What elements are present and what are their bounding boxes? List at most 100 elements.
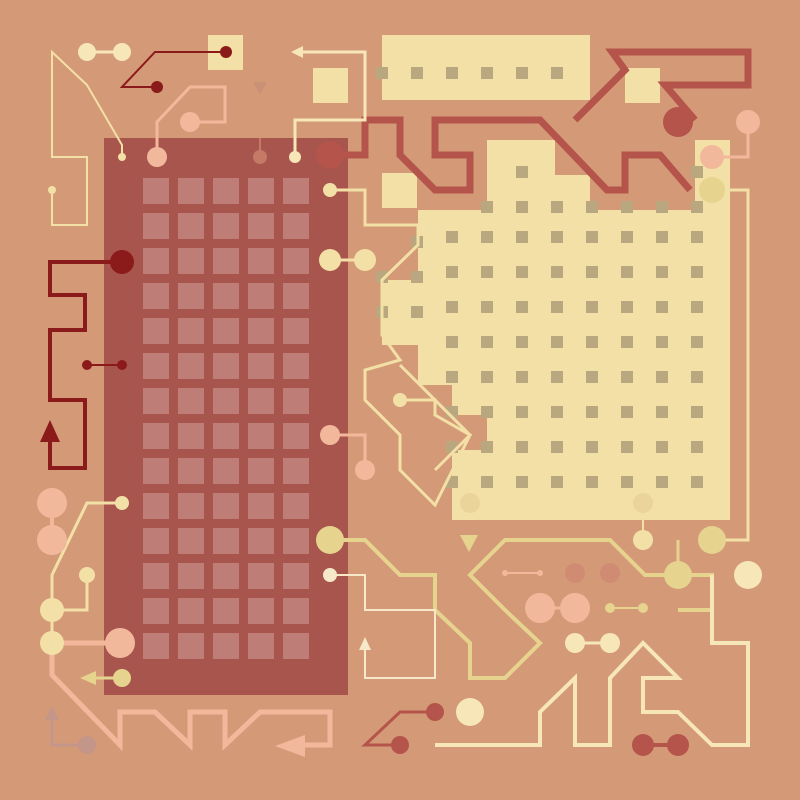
cream-dot — [551, 336, 563, 348]
panel-cell — [143, 423, 169, 449]
panel-cell — [283, 248, 309, 274]
node — [460, 493, 480, 513]
node — [734, 561, 762, 589]
panel-cell — [213, 633, 239, 659]
arrow-up-icon — [359, 637, 371, 650]
cream-square — [625, 68, 660, 103]
cream-trace-top — [293, 50, 367, 157]
cream-trace-left — [51, 49, 123, 226]
node — [115, 496, 129, 510]
panel-cell-grid — [143, 178, 309, 659]
pale-trace — [330, 574, 436, 679]
cream-dot — [551, 476, 563, 488]
cream-dot — [481, 371, 493, 383]
panel-cell — [213, 563, 239, 589]
node — [667, 734, 689, 756]
node — [323, 183, 337, 197]
node — [393, 393, 407, 407]
panel-cell — [143, 248, 169, 274]
nodes — [37, 43, 762, 756]
panel-cell — [178, 598, 204, 624]
panel-cell — [213, 458, 239, 484]
node — [151, 81, 163, 93]
node — [319, 249, 341, 271]
cream-dot — [551, 441, 563, 453]
panel-cell — [178, 178, 204, 204]
node — [633, 493, 653, 513]
cream-dot — [621, 301, 633, 313]
panel-cell — [178, 248, 204, 274]
panel-cell — [248, 178, 274, 204]
maroon-trace-top — [119, 51, 226, 88]
cream-square — [382, 173, 417, 208]
cream-dot — [516, 406, 528, 418]
cream-dot — [516, 67, 528, 79]
panel-cell — [213, 423, 239, 449]
panel-cell — [143, 598, 169, 624]
panel-cell — [213, 283, 239, 309]
panel-cell — [213, 528, 239, 554]
panel-cell — [213, 388, 239, 414]
cream-dot — [656, 371, 668, 383]
node — [110, 250, 134, 274]
cream-dot — [516, 441, 528, 453]
cream-dot — [691, 441, 703, 453]
panel-cell — [178, 353, 204, 379]
node — [525, 593, 555, 623]
cream-dot — [691, 371, 703, 383]
panel-cell — [283, 213, 309, 239]
node — [638, 603, 648, 613]
node — [698, 526, 726, 554]
node — [699, 177, 725, 203]
panel-cell — [143, 178, 169, 204]
panel-cell — [178, 318, 204, 344]
arrow-left-icon — [291, 46, 303, 58]
cream-dot — [551, 301, 563, 313]
peach-trace — [49, 640, 333, 752]
node — [48, 186, 56, 194]
panel-cell — [248, 423, 274, 449]
cream-dot — [551, 201, 563, 213]
panel-cell — [248, 563, 274, 589]
panel-cell — [213, 248, 239, 274]
cream-dot — [446, 301, 458, 313]
brick-trace — [330, 116, 693, 194]
cream-dot — [691, 336, 703, 348]
brick-trace-bottom — [361, 710, 435, 747]
panel-cell — [143, 563, 169, 589]
peach-trace-top — [155, 85, 227, 157]
cream-square — [313, 68, 348, 103]
node — [565, 633, 585, 653]
node — [118, 153, 126, 161]
panel-cell — [178, 388, 204, 414]
panel-cell — [178, 458, 204, 484]
faint-trace — [50, 712, 87, 747]
cream-dot — [446, 231, 458, 243]
cream-trace-mid — [330, 188, 472, 508]
cream-dot — [516, 371, 528, 383]
node — [82, 360, 92, 370]
panel-cell — [143, 633, 169, 659]
panel-cell — [178, 213, 204, 239]
panel-cell — [248, 353, 274, 379]
arrow-down-icon — [253, 82, 267, 95]
panel-cell — [248, 388, 274, 414]
node — [605, 603, 615, 613]
node — [736, 110, 760, 134]
panel-cell — [248, 633, 274, 659]
cream-dot — [586, 301, 598, 313]
node — [632, 734, 654, 756]
cream-dot — [656, 336, 668, 348]
cream-dot — [411, 67, 423, 79]
panel-cell — [178, 283, 204, 309]
node — [600, 563, 620, 583]
cream-dot — [586, 371, 598, 383]
cream-dot — [481, 406, 493, 418]
node — [147, 147, 167, 167]
arrow-up-icon — [40, 420, 60, 442]
panel-cell — [283, 178, 309, 204]
panel-cell — [143, 353, 169, 379]
cream-dot — [516, 231, 528, 243]
panel-cell — [143, 458, 169, 484]
panel-cell — [178, 493, 204, 519]
